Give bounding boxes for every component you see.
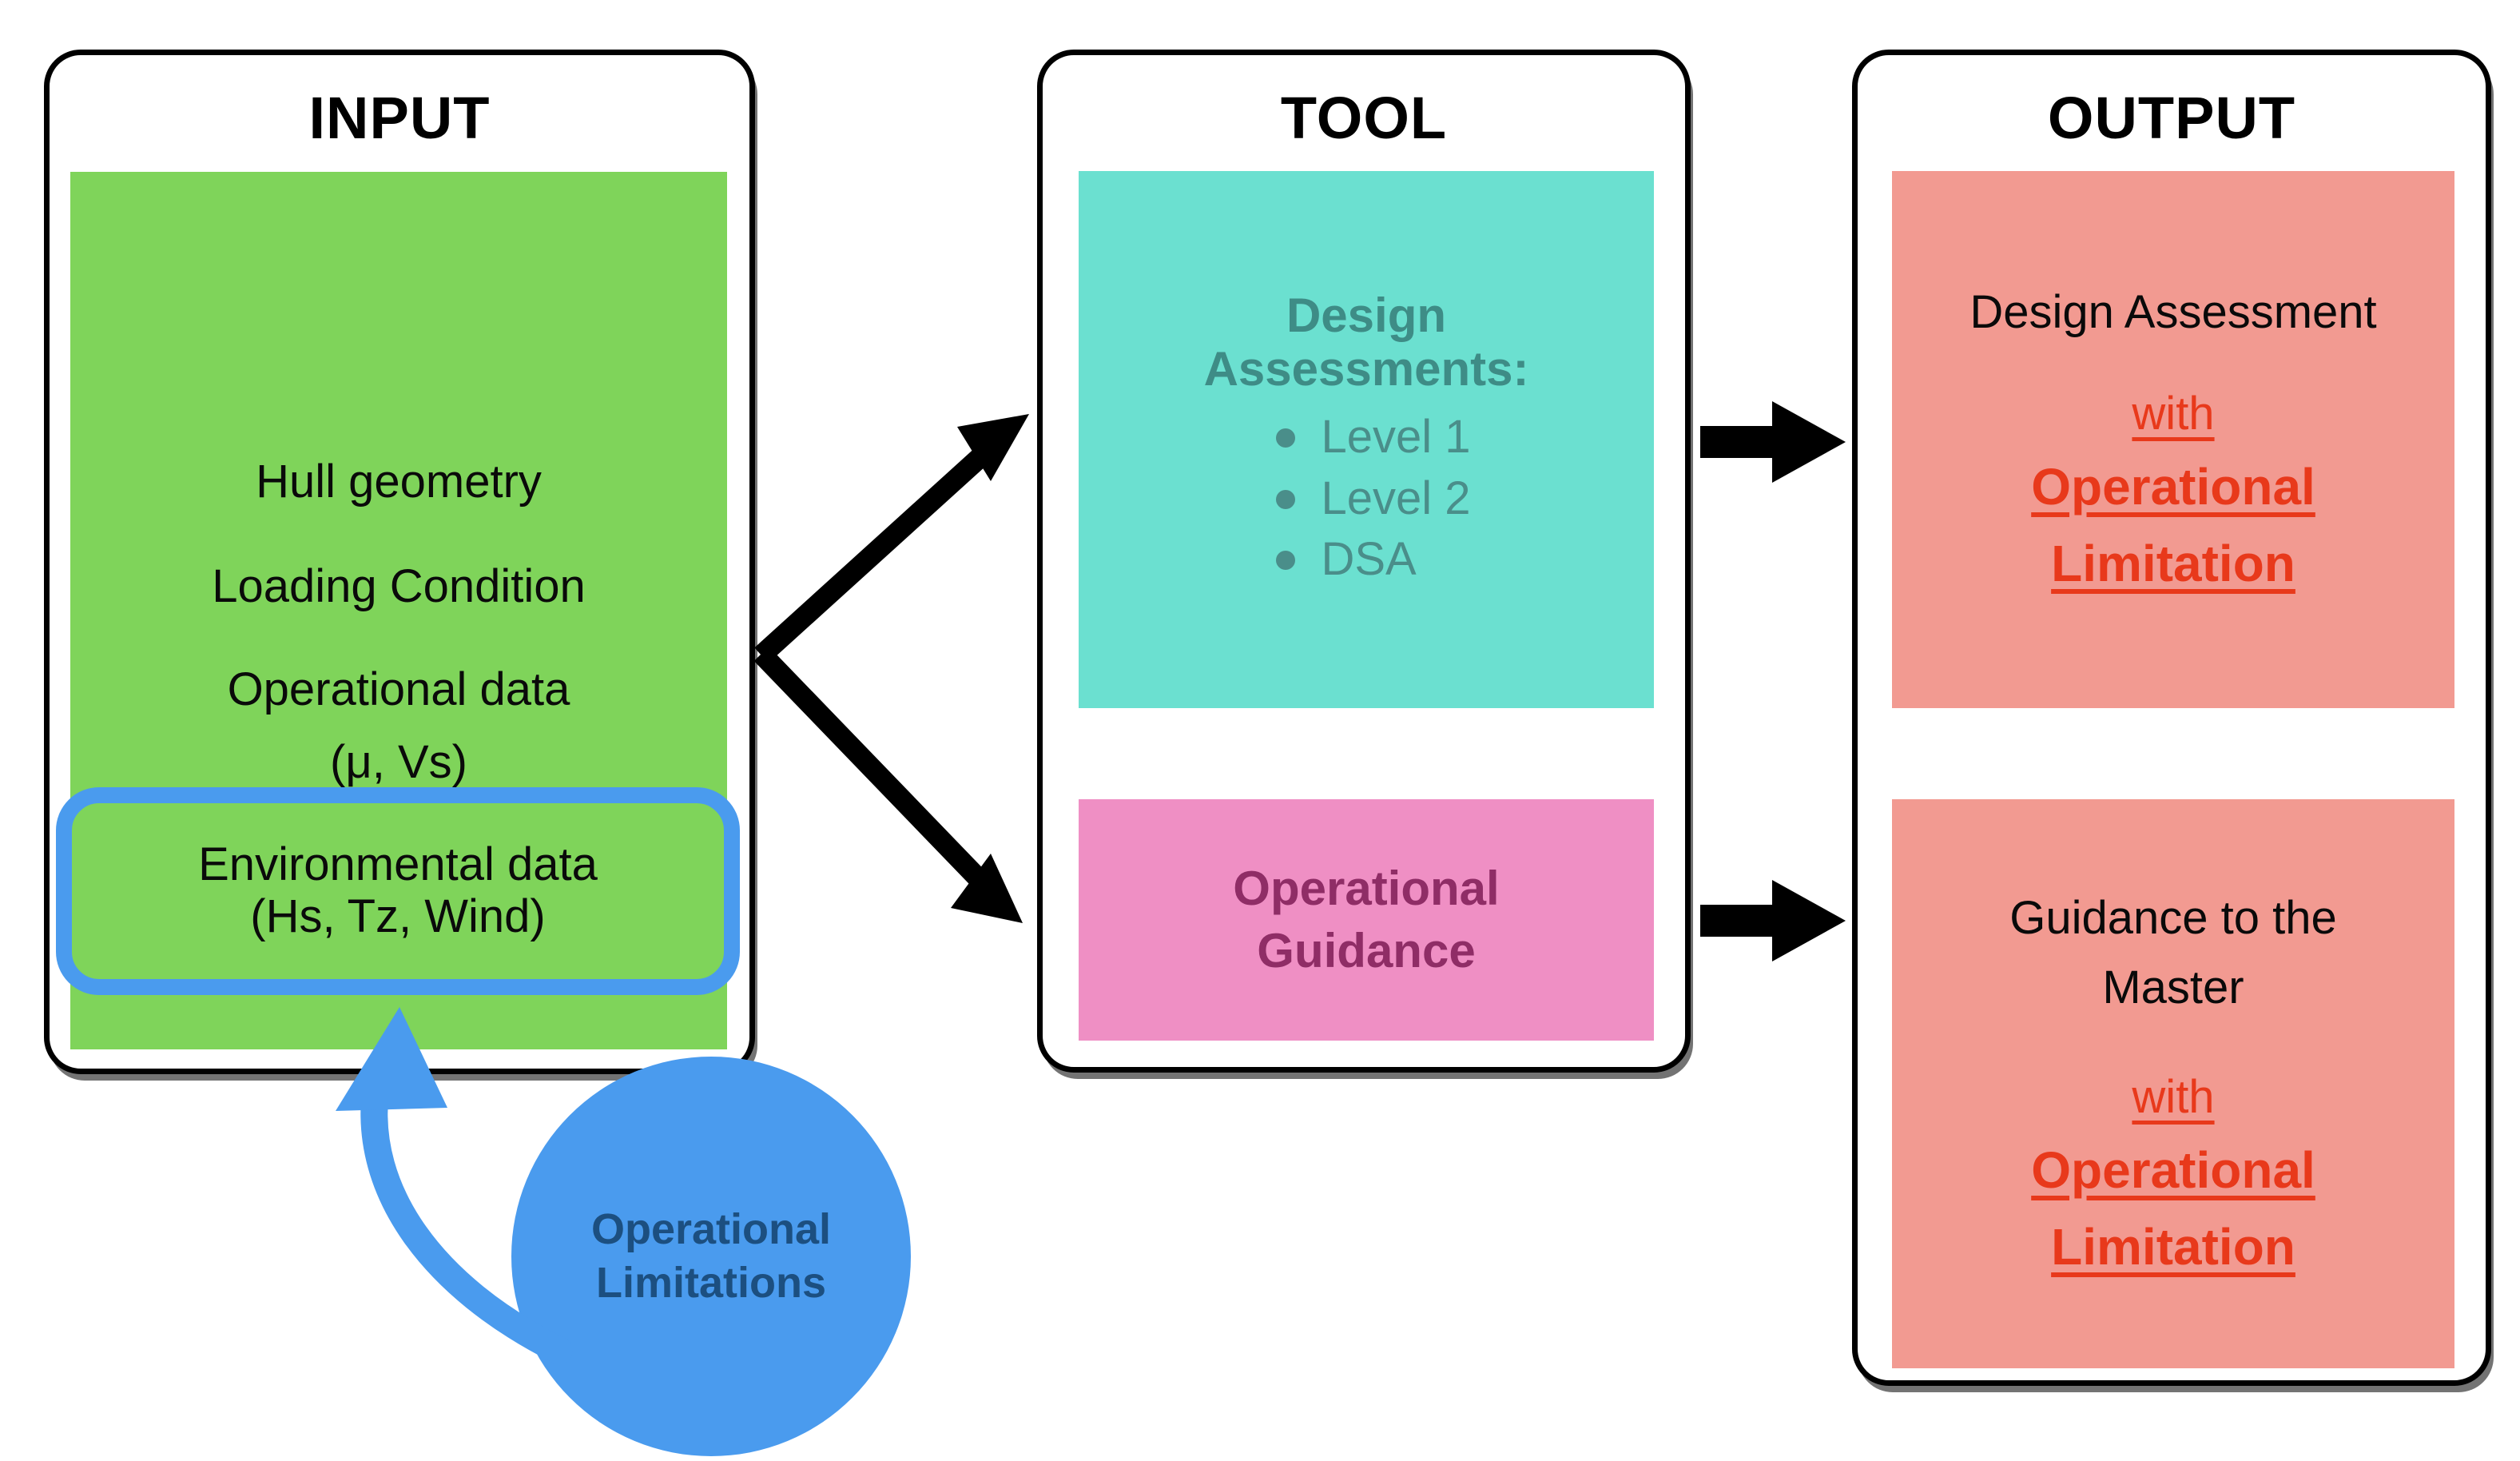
list-item: DSA <box>1262 529 1470 591</box>
input-item-environmental-data-line1: Environmental data <box>198 838 598 891</box>
input-item-hull-geometry: Hull geometry <box>256 456 542 508</box>
design-assessments-list: Level 1 Level 2 DSA <box>1262 407 1471 591</box>
design-assessments-title-line2: Assessments: <box>1203 342 1529 396</box>
bullet-icon <box>1276 489 1296 509</box>
output-design-assessment-hl-line1: Operational <box>2031 458 2315 516</box>
input-item-operational-data-line2: (μ, Vs) <box>330 735 467 788</box>
list-item: Level 2 <box>1262 468 1471 530</box>
output-guidance-plain-line1: Guidance to the <box>2009 891 2337 944</box>
design-assessment-level-1: Level 1 <box>1321 411 1471 464</box>
design-assessments-title: Design Assessments: <box>1204 289 1529 396</box>
input-item-loading-condition: Loading Condition <box>212 560 586 613</box>
bullet-icon <box>1276 428 1296 448</box>
output-design-assessment-panel: Design Assessment with Operational Limit… <box>1892 171 2454 708</box>
output-design-assessment-plain: Design Assessment <box>1969 286 2377 338</box>
operational-limitations-line2: Limitations <box>595 1259 826 1307</box>
design-assessments-title-line1: Design <box>1286 288 1447 342</box>
output-guidance-with: with <box>2132 1070 2215 1123</box>
output-guidance-panel: Guidance to the Master with Operational … <box>1892 799 2454 1368</box>
design-assessment-dsa: DSA <box>1321 533 1417 586</box>
output-guidance-hl-line1: Operational <box>2031 1141 2315 1199</box>
tool-card-title: TOOL <box>1280 85 1448 151</box>
arrow-input-to-design-assessments <box>754 414 1029 663</box>
output-design-assessment-with: with <box>2132 388 2215 440</box>
output-design-assessment-hl-line2: Limitation <box>2051 535 2295 592</box>
output-card-title: OUTPUT <box>2047 85 2296 151</box>
operational-limitations-circle: Operational Limitations <box>511 1057 911 1456</box>
operational-limitations-line1: Operational <box>590 1204 832 1253</box>
input-card-title: INPUT <box>308 85 491 151</box>
operational-guidance-line1: Operational <box>1233 862 1500 915</box>
environmental-data-highlight-box: Environmental data (Hs, Tz, Wind) <box>56 787 740 995</box>
operational-guidance-label: Operational Guidance <box>1233 858 1499 982</box>
design-assessment-level-2: Level 2 <box>1321 472 1471 524</box>
list-item: Level 1 <box>1262 407 1471 468</box>
design-assessments-panel: Design Assessments: Level 1 Level 2 DSA <box>1079 171 1654 708</box>
output-guidance-plain-line2: Master <box>2102 961 2244 1013</box>
output-guidance-hl-line2: Limitation <box>2051 1217 2295 1276</box>
operational-guidance-line2: Guidance <box>1257 924 1476 977</box>
arrow-input-to-operational-guidance <box>753 646 1023 923</box>
arrow-tool-to-output-bottom <box>1700 880 1846 961</box>
operational-guidance-panel: Operational Guidance <box>1079 799 1654 1041</box>
input-item-environmental-data-line2: (Hs, Tz, Wind) <box>250 890 546 942</box>
input-item-operational-data-line1: Operational data <box>227 663 570 715</box>
bullet-icon <box>1276 551 1296 571</box>
arrow-tool-to-output-top <box>1700 401 1846 483</box>
operational-limitations-label: Operational Limitations <box>591 1203 831 1311</box>
